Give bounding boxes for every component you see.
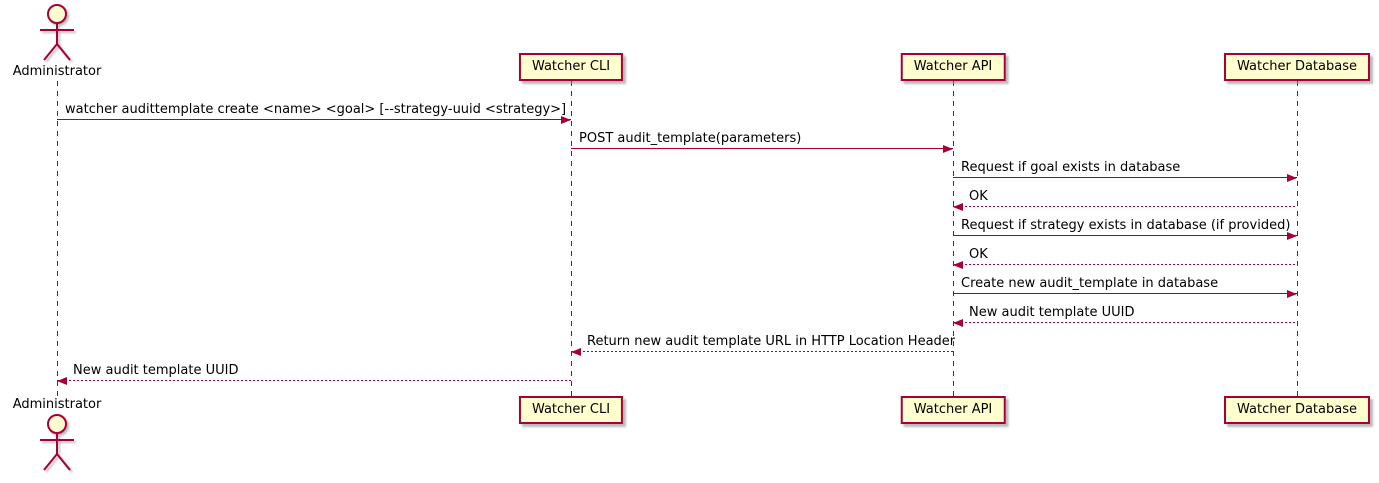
- message-7-arrowhead: [1287, 289, 1297, 298]
- participant-watcher-api-top: Watcher API: [900, 53, 1006, 81]
- lifeline-administrator: [57, 81, 58, 396]
- message-6-arrowhead: [953, 260, 963, 269]
- message-8-arrow: [953, 322, 1297, 323]
- message-6-label: OK: [969, 247, 988, 262]
- message-3-arrow: [953, 177, 1297, 178]
- message-5-arrow: [953, 235, 1297, 236]
- actor-administrator-icon-top: [27, 2, 87, 68]
- lifeline-watcher-api: [953, 81, 954, 396]
- actor-administrator-icon-bottom: [27, 412, 87, 478]
- participant-watcher-database-bottom: Watcher Database: [1224, 396, 1370, 424]
- message-2-arrowhead: [943, 144, 953, 153]
- message-4-arrow: [953, 206, 1297, 207]
- message-3-label: Request if goal exists in database: [961, 160, 1181, 175]
- message-9-arrowhead: [571, 347, 581, 356]
- message-2-label: POST audit_template(parameters): [579, 131, 802, 146]
- message-5-label: Request if strategy exists in database (…: [961, 218, 1291, 233]
- participant-watcher-database-top: Watcher Database: [1224, 53, 1370, 81]
- message-10-label: New audit template UUID: [73, 363, 239, 378]
- message-3-arrowhead: [1287, 173, 1297, 182]
- message-7-label: Create new audit_template in database: [961, 276, 1219, 291]
- message-9-label: Return new audit template URL in HTTP Lo…: [587, 334, 956, 349]
- message-1-arrow: [57, 119, 571, 120]
- message-1-arrowhead: [561, 115, 571, 124]
- actor-administrator-label-bottom: Administrator: [12, 397, 102, 412]
- participant-watcher-api-bottom: Watcher API: [900, 396, 1006, 424]
- message-5-arrowhead: [1287, 231, 1297, 240]
- message-1-label: watcher audittemplate create <name> <goa…: [65, 102, 567, 117]
- lifeline-watcher-cli: [571, 81, 572, 396]
- participant-watcher-cli-bottom: Watcher CLI: [518, 396, 624, 424]
- message-6-arrow: [953, 264, 1297, 265]
- lifeline-watcher-database: [1297, 81, 1298, 396]
- message-2-arrow: [571, 148, 953, 149]
- actor-administrator-label-top: Administrator: [12, 64, 102, 79]
- message-9-arrow: [571, 351, 953, 352]
- message-4-label: OK: [969, 189, 988, 204]
- message-10-arrowhead: [57, 376, 67, 385]
- message-7-arrow: [953, 293, 1297, 294]
- message-10-arrow: [57, 380, 571, 381]
- message-8-label: New audit template UUID: [969, 305, 1135, 320]
- participant-watcher-cli-top: Watcher CLI: [518, 53, 624, 81]
- message-8-arrowhead: [953, 318, 963, 327]
- message-4-arrowhead: [953, 202, 963, 211]
